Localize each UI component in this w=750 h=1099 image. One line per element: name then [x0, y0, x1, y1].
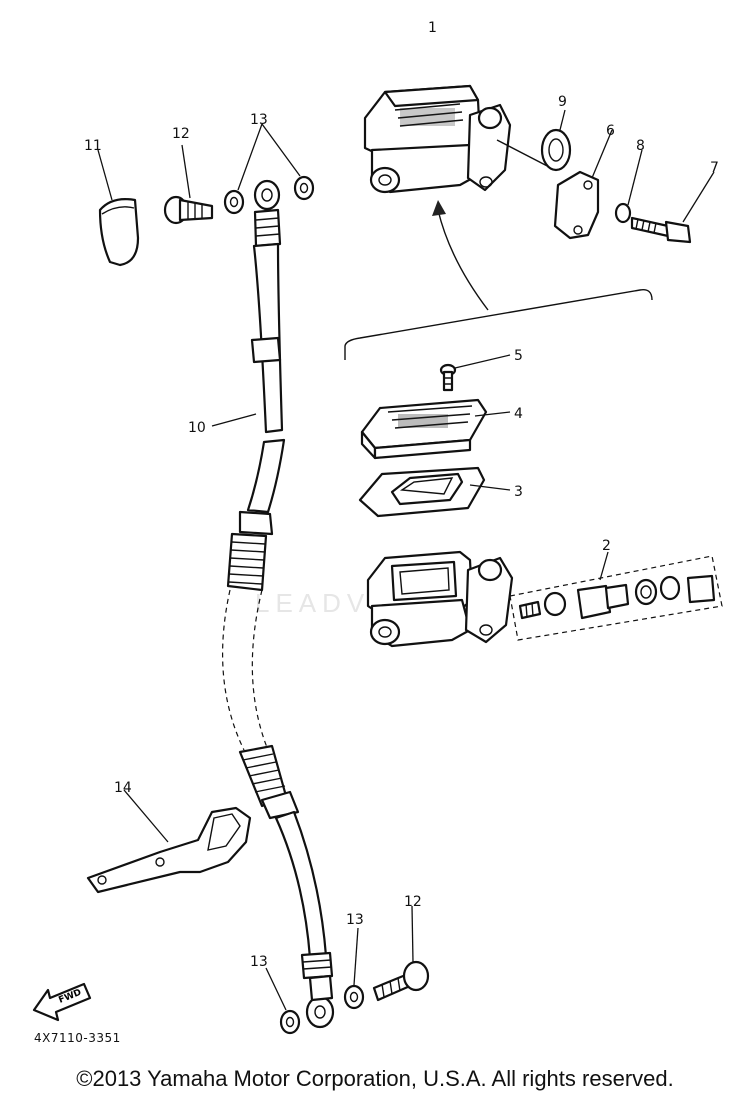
copyright-text: ©2013 Yamaha Motor Corporation, U.S.A. A…	[76, 1066, 674, 1091]
part-5-screw	[439, 354, 511, 392]
callout-12-top: 12	[172, 126, 190, 142]
part-10-brake-hose	[211, 179, 335, 1029]
exploded-view-bracket	[344, 200, 653, 360]
part-6-holder	[553, 129, 613, 240]
callout-5: 5	[514, 348, 523, 364]
callout-12-bottom: 12	[404, 894, 422, 910]
part-13-washer-bottom-right	[343, 927, 365, 1010]
part-13-washers-top	[223, 123, 315, 215]
part-14-bracket	[86, 789, 252, 894]
callout-13-bottom-right: 13	[346, 912, 364, 928]
callout-9: 9	[558, 94, 567, 110]
callout-7: 7	[710, 160, 719, 176]
part-2-piston-kit	[509, 551, 723, 641]
callout-8: 8	[636, 138, 645, 154]
part-9-seal	[540, 109, 572, 172]
callout-10: 10	[188, 420, 206, 436]
callout-1: 1	[428, 20, 437, 36]
part-13-washer-bottom-left	[265, 967, 301, 1035]
callout-4: 4	[514, 406, 523, 422]
part-4-reservoir-cap	[360, 398, 511, 460]
master-cylinder-assembly	[363, 84, 556, 194]
drawing-code: 4X7110-3351	[34, 1031, 121, 1045]
callout-13-bottom-left: 13	[250, 954, 268, 970]
part-12-union-bolt-bottom	[372, 905, 430, 1002]
callout-13-top: 13	[250, 112, 268, 128]
master-cylinder-body	[366, 550, 514, 648]
callout-2: 2	[602, 538, 611, 554]
callout-11: 11	[84, 138, 102, 154]
part-7-bolt	[630, 171, 715, 244]
part-11-cap	[97, 149, 140, 267]
callout-3: 3	[514, 484, 523, 500]
callout-14: 14	[114, 780, 132, 796]
part-8-washer	[614, 149, 643, 224]
callout-6: 6	[606, 123, 615, 139]
part-12-union-bolt-top	[163, 144, 214, 225]
forward-arrow-icon: FWD	[32, 982, 92, 1022]
parts-diagram: LEADVENTURE	[32, 20, 723, 1035]
part-3-diaphragm	[358, 466, 511, 518]
